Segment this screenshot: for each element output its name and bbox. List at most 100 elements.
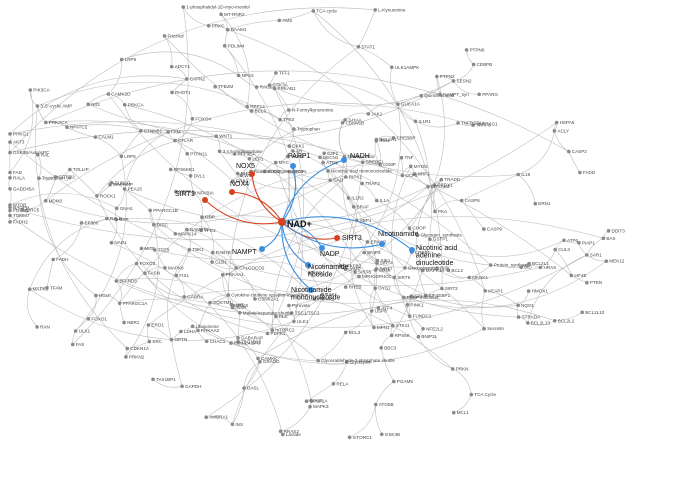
node-dot[interactable] xyxy=(601,236,606,241)
node-rheb[interactable]: RHEB xyxy=(343,285,362,290)
node-dot[interactable] xyxy=(27,287,32,292)
node-dot[interactable] xyxy=(409,294,414,298)
node-gad[interactable]: GAD xyxy=(328,178,344,183)
node-prkaa2[interactable]: PRKAA2 xyxy=(196,328,220,333)
node-ubiquinone[interactable]: Ubiquinone xyxy=(190,324,219,329)
node-dot[interactable] xyxy=(173,138,177,143)
node-dot[interactable] xyxy=(578,170,582,175)
node-gtp[interactable]: GTP xyxy=(114,217,129,222)
node-dot[interactable] xyxy=(8,203,12,207)
node-dot[interactable] xyxy=(208,300,212,305)
node-dot[interactable] xyxy=(174,189,178,194)
node-dot[interactable] xyxy=(344,175,348,179)
node-nqo1[interactable]: NQO1 xyxy=(516,303,535,308)
node-dot[interactable] xyxy=(125,346,130,351)
node-mapk3[interactable]: MAPK3 xyxy=(308,404,329,409)
node-dot[interactable] xyxy=(225,27,230,32)
node-dot[interactable] xyxy=(234,266,238,270)
node-irs1[interactable]: IRS1 xyxy=(374,138,390,143)
node-dot[interactable] xyxy=(415,233,420,237)
node-dot[interactable] xyxy=(553,247,557,252)
node-mtorc2[interactable]: mTORC2 xyxy=(270,328,296,333)
node-bcl6[interactable]: BCL6 xyxy=(249,109,267,114)
node-ulk1ampk[interactable]: ULK1AMPK xyxy=(390,65,420,70)
node-mdm2[interactable]: MDM2 xyxy=(43,198,63,203)
node-dot[interactable] xyxy=(278,429,283,434)
node-myo-1-4-5p3[interactable]: myo-1,4,5P3 xyxy=(229,341,260,346)
node-nbr1[interactable]: NBR1 xyxy=(122,320,140,325)
node-nfkbia[interactable]: NFKBIA xyxy=(192,191,215,196)
node-dot[interactable] xyxy=(185,227,189,232)
node-nicotinic-acid-mononucleotide[interactable]: Nicotinic acid mononucleotide xyxy=(326,169,392,174)
node-acly[interactable]: ACLY xyxy=(552,128,569,133)
node-dot[interactable] xyxy=(482,326,486,331)
node-guca1a[interactable]: GUCA1A xyxy=(396,102,421,107)
node-dot[interactable] xyxy=(148,208,152,213)
node-ins[interactable]: INS xyxy=(230,422,243,427)
node-wnt1[interactable]: WNT1 xyxy=(214,134,233,139)
node-dot[interactable] xyxy=(168,167,173,172)
node-dot[interactable] xyxy=(343,330,348,335)
node-dot[interactable] xyxy=(374,198,379,203)
node-dot[interactable] xyxy=(37,176,41,180)
node-dot[interactable] xyxy=(8,220,12,224)
node-prkca[interactable]: PRKCA xyxy=(122,102,145,107)
node-dot[interactable] xyxy=(390,65,394,70)
key-node-nampt[interactable]: NAMPT xyxy=(232,246,265,256)
node-sirt5[interactable]: SIRT5 xyxy=(392,275,411,280)
node-fadd[interactable]: FADD xyxy=(578,170,596,175)
node-mknk1[interactable]: MKNK1 xyxy=(467,275,488,280)
key-node-dot[interactable] xyxy=(319,245,325,251)
node-fadh2[interactable]: FADH2 xyxy=(8,219,28,224)
node-dot[interactable] xyxy=(308,404,312,409)
node-dot[interactable] xyxy=(451,79,456,83)
node-wnt[interactable]: Wnt xyxy=(239,173,254,178)
node-tnf[interactable]: TNF xyxy=(399,155,414,160)
node-dot[interactable] xyxy=(68,167,72,172)
key-node-dot[interactable] xyxy=(202,197,208,203)
node-dot[interactable] xyxy=(287,144,292,148)
node-dot[interactable] xyxy=(482,227,486,231)
node-3-4-5-trisphosphate[interactable]: 3,4,5-trisphosphate xyxy=(217,149,263,154)
node-dot[interactable] xyxy=(577,241,581,245)
node-disc[interactable]: DISC xyxy=(152,222,168,227)
key-node-dot[interactable] xyxy=(379,241,385,247)
node-dot[interactable] xyxy=(65,125,69,129)
node-dot[interactable] xyxy=(287,108,291,112)
node-chop[interactable]: CHOP xyxy=(407,226,426,231)
node-sod2[interactable]: SOD2 xyxy=(262,169,281,174)
node-dot[interactable] xyxy=(274,314,278,319)
node-cflar[interactable]: CFLAR xyxy=(173,138,194,143)
node-dot[interactable] xyxy=(122,320,126,325)
node-nampt-syn[interactable]: NAMPT_syn xyxy=(438,92,469,97)
node-bak1[interactable]: BAK1 xyxy=(320,292,338,297)
node-hspa5[interactable]: HSPA5 xyxy=(554,120,575,125)
node-daam1[interactable]: DAAM1 xyxy=(225,27,247,32)
node-hmox1[interactable]: HMOX1 xyxy=(526,289,549,294)
node-dot[interactable] xyxy=(139,246,144,251)
node-dot[interactable] xyxy=(374,402,378,407)
node-ambra1[interactable]: AMBRA1 xyxy=(204,415,229,420)
node-dot[interactable] xyxy=(229,341,233,345)
node-dot[interactable] xyxy=(526,321,530,325)
node-braf[interactable]: BRAF xyxy=(351,204,369,209)
node-csnk2a1[interactable]: CSNK2A1 xyxy=(253,297,279,302)
node-erk1-2[interactable]: ERK1/2 xyxy=(365,239,387,244)
node-cgmp[interactable]: cGMP xyxy=(378,162,396,167)
key-node-dot[interactable] xyxy=(249,171,255,177)
node-dot[interactable] xyxy=(8,170,12,175)
node-eif2ak3[interactable]: EIF2AK3 xyxy=(426,184,450,189)
node-dot[interactable] xyxy=(369,309,374,313)
node-dot[interactable] xyxy=(239,173,244,178)
node-fam[interactable]: FAM xyxy=(166,130,181,135)
node-dot[interactable] xyxy=(182,295,186,299)
node-dot[interactable] xyxy=(533,201,538,206)
node-pdpk1[interactable]: PDPK1 xyxy=(265,331,286,336)
node-dot[interactable] xyxy=(516,303,520,308)
node-dot[interactable] xyxy=(162,34,167,38)
node-dot[interactable] xyxy=(316,358,321,363)
node-dot[interactable] xyxy=(562,238,566,243)
node-hclf[interactable]: HCLF xyxy=(94,293,111,298)
node-dot[interactable] xyxy=(407,314,412,318)
